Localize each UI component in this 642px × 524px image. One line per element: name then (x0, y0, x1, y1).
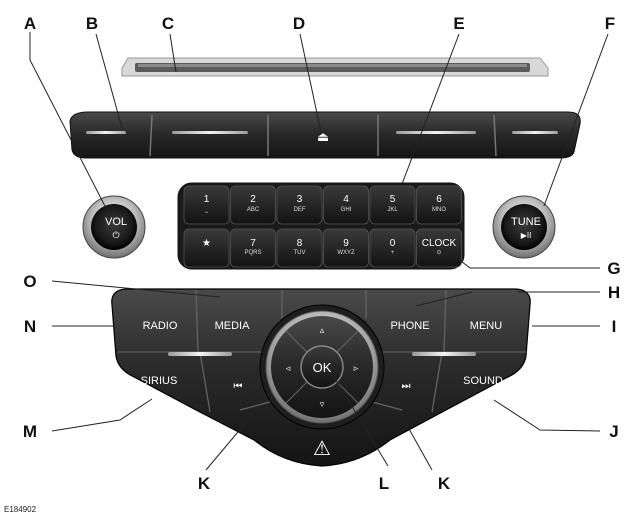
eject-button[interactable]: ⏏ (317, 129, 329, 144)
keypad-key-sublabel: ⊙ (436, 250, 441, 256)
callout-i: I (612, 317, 617, 336)
preset-button-4[interactable] (512, 131, 558, 134)
top-button-bar (69, 111, 581, 159)
radio-button[interactable]: RADIO (143, 320, 178, 332)
keypad-key-label: 8 (297, 238, 303, 249)
volume-knob[interactable]: VOL ⏻ (82, 195, 146, 259)
keypad-key-sublabel: PQRS (244, 250, 261, 256)
cd-slot[interactable] (121, 57, 549, 77)
keypad-key-sublabel: ABC (247, 207, 260, 213)
keypad-key-2-6[interactable]: CLOCK⊙ (416, 228, 462, 268)
volume-knob-label: VOL (105, 216, 127, 228)
phone-button[interactable]: PHONE (390, 320, 429, 332)
leader-lines (29, 32, 609, 471)
callout-o: O (23, 272, 36, 291)
right-arrow-icon[interactable]: ▹ (354, 363, 359, 373)
keypad-key-sublabel: GHI (341, 207, 352, 213)
callout-l: L (379, 474, 389, 493)
keypad-key-2-1[interactable]: ★ (183, 228, 230, 268)
ok-button[interactable]: OK (313, 360, 332, 375)
keypad-key-label: 9 (343, 238, 349, 249)
callout-b: B (86, 14, 98, 33)
media-button[interactable]: MEDIA (215, 320, 251, 332)
callout-k-left: K (198, 474, 211, 493)
keypad-key-label: 5 (390, 194, 396, 205)
keypad-key-sublabel: + (391, 250, 395, 256)
callout-h: H (608, 283, 620, 302)
callout-g: G (607, 259, 620, 278)
seek-back-button[interactable]: ⏮ (234, 381, 243, 392)
power-icon: ⏻ (112, 230, 119, 240)
menu-button[interactable]: MENU (470, 320, 502, 332)
callout-f: F (605, 14, 615, 33)
tune-knob-label: TUNE (511, 216, 541, 228)
keypad-key-label: 6 (436, 194, 442, 205)
down-arrow-icon[interactable]: ▿ (320, 399, 325, 409)
sirius-button[interactable]: SIRIUS (141, 375, 178, 387)
callout-a: A (24, 14, 36, 33)
keypad-key-label: 2 (250, 194, 256, 205)
seek-forward-button[interactable]: ⏭ (402, 381, 411, 392)
keypad-key-label: CLOCK (422, 238, 457, 249)
tune-knob[interactable]: TUNE ▶II (492, 195, 556, 259)
callout-k-right: K (438, 474, 451, 493)
keypad-key-sublabel: DEF (294, 207, 306, 213)
navigation-pad[interactable]: ▵ ▿ ◃ ▹ OK (259, 304, 385, 430)
keypad-key-sublabel: ⎵ (205, 207, 208, 213)
callout-m: M (23, 422, 37, 441)
preset-button-3[interactable] (396, 131, 476, 134)
preset-button-2[interactable] (172, 131, 248, 134)
callout-n: N (24, 317, 36, 336)
figure-id: E184902 (4, 505, 37, 514)
preset-button-1[interactable] (86, 131, 126, 134)
keypad-key-sublabel: JKL (387, 207, 398, 213)
keypad-key-label: 4 (343, 194, 349, 205)
keypad-key-sublabel: TUV (294, 250, 306, 256)
callout-c: C (162, 14, 174, 33)
keypad-key-2-5[interactable]: 0+ (369, 228, 416, 268)
left-arrow-icon[interactable]: ◃ (286, 363, 291, 373)
play-pause-icon: ▶II (521, 231, 532, 240)
up-arrow-icon[interactable]: ▵ (320, 325, 325, 335)
callout-e: E (453, 14, 464, 33)
hazard-button[interactable]: ⚠ (313, 438, 331, 460)
keypad-key-1-1[interactable]: 1⎵ (183, 185, 230, 225)
keypad-key-sublabel: MNO (432, 207, 446, 213)
keypad-key-label: 3 (297, 194, 303, 205)
keypad-key-label: ★ (202, 238, 211, 249)
callout-d: D (293, 14, 305, 33)
keypad-key-sublabel: WXYZ (337, 250, 355, 256)
callout-j: J (609, 422, 618, 441)
sound-button[interactable]: SOUND (463, 375, 503, 387)
keypad-key-label: 7 (250, 238, 256, 249)
keypad-key-label: 1 (204, 194, 210, 205)
keypad-key-label: 0 (390, 238, 396, 249)
